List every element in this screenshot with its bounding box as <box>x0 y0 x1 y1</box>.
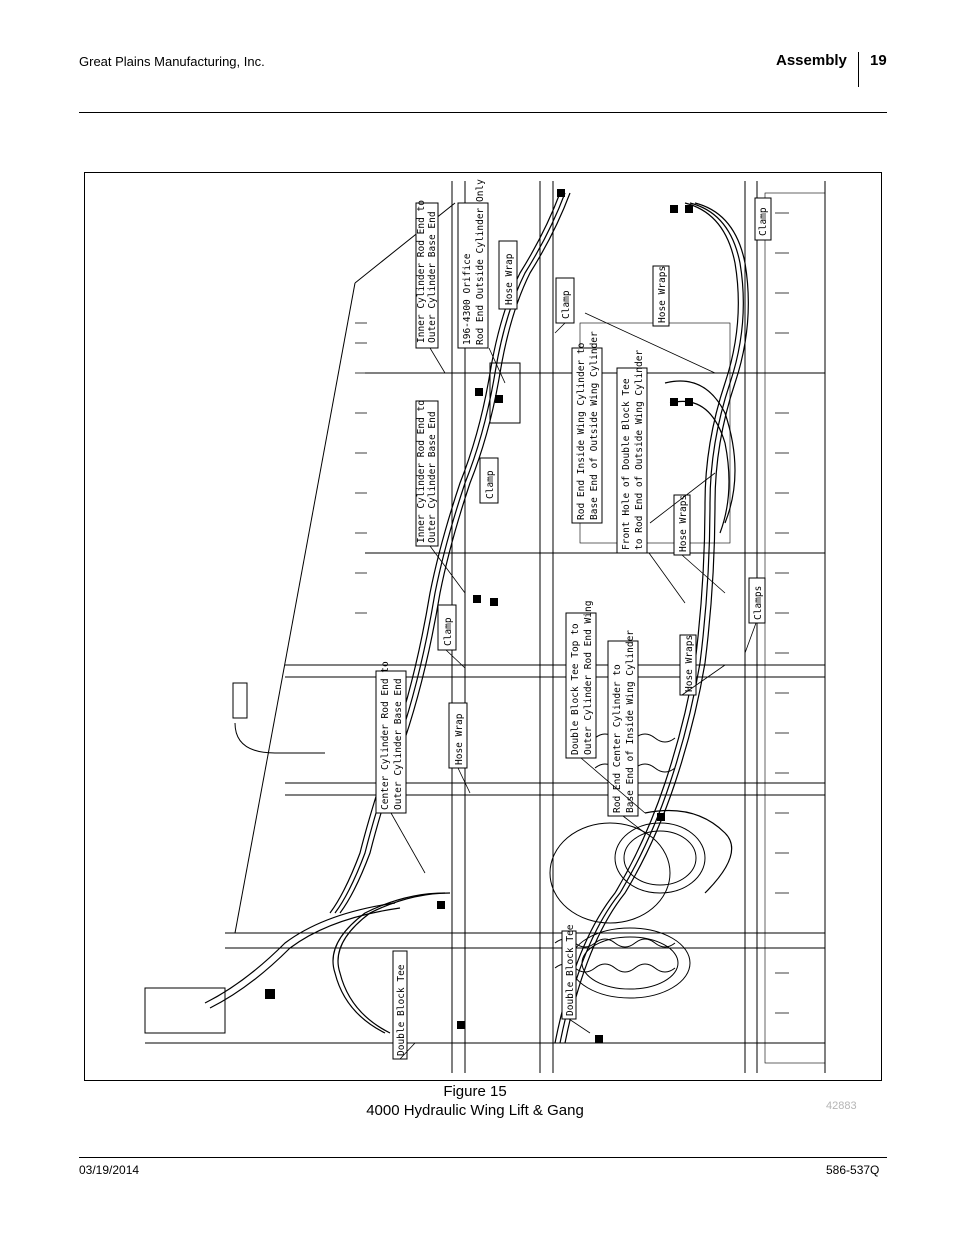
callout-hose-wraps-mid: Hose Wraps <box>678 495 689 552</box>
callout-box-rod-end-inside <box>571 347 603 524</box>
callout-center-cylinder-line1: Center Cylinder Rod End to <box>380 661 391 810</box>
callout-box-orifice <box>457 202 489 349</box>
callout-inner-cylinder-mid-line2: Outer Cylinder Base End <box>427 411 438 543</box>
callout-inner-cylinder-mid-line1: Inner Cylinder Rod End to <box>416 400 427 543</box>
figure-number: Figure 15 <box>443 1083 507 1100</box>
figure-frame: Inner Cylinder Rod End to Outer Cylinder… <box>84 172 882 1081</box>
callout-rod-end-inside-line1: Rod End Inside Wing Cylinder to <box>576 342 587 520</box>
callout-box-hose-wraps-lower <box>679 634 697 696</box>
callout-rod-end-center-line1: Rod End Center Cylinder to <box>612 664 623 813</box>
figure-image-id: 42883 <box>826 1100 857 1112</box>
callout-front-hole-line1: Front Hole of Double Block Tee <box>621 378 632 550</box>
callout-box-clamp-right-top <box>754 197 772 241</box>
callout-rod-end-center-line2: Base End of Inside Wing Cylinder <box>625 630 636 813</box>
footer-doc-number: 586-537Q <box>826 1163 880 1177</box>
leader-lines <box>390 312 757 1060</box>
callout-clamp-left: Clamp <box>443 617 454 646</box>
header-divider <box>858 52 859 87</box>
callout-center-cylinder-line2: Outer Cylinder Base End <box>393 678 404 810</box>
callout-inner-cylinder-top-line2: Outer Cylinder Base End <box>427 211 438 343</box>
header-rule <box>79 112 887 113</box>
callout-double-block-tee-top-line2: Outer Cylinder Rod End Wing <box>583 601 594 755</box>
section-title: Assembly <box>776 52 847 69</box>
callout-double-block-tee-bottom: Double Block Tee <box>565 924 576 1016</box>
callout-double-block-tee-left: Double Block Tee <box>396 964 407 1056</box>
callout-box-clamp-mid <box>479 457 499 504</box>
callout-box-clamps-right <box>748 577 766 624</box>
footer-rule <box>79 1157 887 1158</box>
callout-orifice-line1: 196-4300 Orifice <box>462 253 473 345</box>
callout-box-center-cylinder <box>375 670 407 814</box>
callout-orifice-line2: Rod End Outside Cylinder Only <box>475 179 486 345</box>
callout-box-front-hole <box>616 367 648 554</box>
callout-box-hose-wrap-top <box>498 240 518 310</box>
callout-box-inner-cylinder-mid <box>415 400 439 547</box>
callout-hose-wrap-top: Hose Wrap <box>504 253 515 305</box>
hydraulic-diagram: Inner Cylinder Rod End to Outer Cylinder… <box>144 179 826 1073</box>
callout-inner-cylinder-top-line1: Inner Cylinder Rod End to <box>416 200 427 343</box>
page-number: 19 <box>870 52 887 69</box>
callout-double-block-tee-top-line1: Double Block Tee Top to <box>570 623 581 755</box>
callout-clamps-right: Clamps <box>753 586 764 620</box>
figure-title: 4000 Hydraulic Wing Lift & Gang <box>366 1102 584 1119</box>
callout-front-hole-line2: to Rod End of Outside Wing Cylinder <box>634 350 645 550</box>
callout-box-rod-end-center <box>607 640 639 817</box>
callout-rod-end-inside-line2: Base End of Outside Wing Cylinder <box>589 331 600 520</box>
fittings <box>265 189 693 1043</box>
callout-box-hose-wraps-right <box>652 265 670 327</box>
machine-frame-drawing <box>144 181 826 1073</box>
callout-clamp-right-top: Clamp <box>758 207 769 236</box>
callout-clamp-mid: Clamp <box>485 470 496 499</box>
footer-date: 03/19/2014 <box>79 1163 140 1177</box>
company-name: Great Plains Manufacturing, Inc. <box>79 54 265 69</box>
callout-hose-wraps-right: Hose Wraps <box>657 266 668 323</box>
callout-hose-wrap-left: Hose Wrap <box>454 713 465 765</box>
callout-box-clamp-left <box>437 604 457 651</box>
callout-box-inner-cylinder-top <box>415 202 439 349</box>
callout-hose-wraps-lower: Hose Wraps <box>684 635 695 692</box>
callout-clamp-top: Clamp <box>561 290 572 319</box>
